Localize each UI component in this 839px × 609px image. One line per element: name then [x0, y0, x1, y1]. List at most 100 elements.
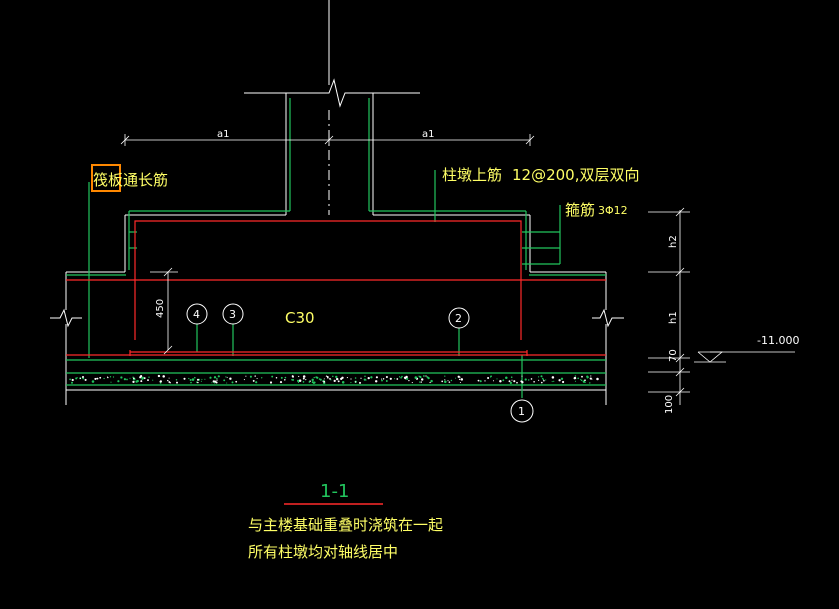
gravel-dot [516, 381, 518, 384]
gravel-dot [132, 376, 134, 379]
gravel-dot [141, 377, 144, 380]
gravel-dot [84, 378, 87, 381]
rebar-red [66, 220, 606, 356]
gravel-dot [298, 379, 302, 382]
gravel-dot [323, 378, 325, 380]
gravel-dot [71, 381, 73, 384]
callout-2-circle [448, 307, 470, 329]
gravel-dot [136, 379, 139, 383]
cushion-gravel-pattern [69, 374, 599, 385]
gravel-dot [254, 375, 256, 377]
gravel-dot [305, 379, 307, 381]
gravel-dot [109, 376, 112, 378]
gravel-dot [269, 381, 273, 384]
gravel-dot [580, 379, 583, 382]
gravel-dot [587, 376, 590, 378]
gravel-dot [110, 381, 112, 383]
gravel-dot [311, 378, 314, 382]
gravel-dot [302, 375, 306, 378]
gravel-dot [538, 376, 540, 378]
gravel-dot [417, 375, 419, 377]
gravel-dot [411, 382, 413, 384]
gravel-dot [586, 377, 588, 379]
gravel-dot [444, 380, 447, 384]
gravel-dot [291, 379, 293, 381]
gravel-dot [496, 378, 498, 380]
gravel-dot [226, 376, 228, 378]
gravel-dot [510, 376, 513, 378]
callout-1-text: 1 [518, 405, 525, 418]
gravel-dot [425, 375, 427, 377]
dim-h1: h1 [668, 311, 679, 324]
callout-4-circle [186, 303, 208, 325]
gravel-dot [543, 379, 545, 382]
gravel-dot [168, 381, 171, 383]
gravel-dot [82, 377, 85, 380]
gravel-dot [69, 378, 71, 381]
gravel-dot [284, 379, 286, 381]
gravel-dot [341, 381, 345, 384]
gravel-dot [335, 375, 338, 379]
gravel-dot [79, 377, 82, 380]
gravel-dot [204, 378, 206, 380]
gravel-dot [521, 381, 524, 384]
pier-top-bar-label: 柱墩上筋 [442, 166, 502, 184]
gravel-dot [508, 380, 511, 383]
dim-h2: h2 [668, 235, 679, 248]
gravel-dot [358, 381, 362, 384]
gravel-dot [455, 377, 457, 379]
gravel-dot [584, 379, 586, 382]
gravel-dot [302, 381, 305, 383]
gravel-dot [573, 377, 576, 380]
gravel-dot [490, 375, 492, 378]
gravel-dot [346, 377, 348, 379]
section-title: 1-1 [320, 481, 349, 502]
gravel-dot [574, 380, 577, 382]
gravel-dot [381, 378, 383, 380]
elevation-label: -11.000 [757, 334, 799, 347]
gravel-dot [502, 379, 505, 382]
gravel-dot [96, 377, 98, 380]
gravel-dot [408, 379, 410, 382]
gravel-dot [75, 377, 78, 380]
gravel-dot [189, 379, 192, 381]
gravel-dot [509, 381, 513, 385]
gravel-dot [152, 379, 154, 381]
gravel-dot [279, 381, 283, 384]
gravel-dot [217, 375, 220, 378]
gravel-dot [558, 379, 561, 382]
callouts [186, 303, 534, 423]
gravel-dot [223, 379, 226, 382]
gravel-dot [394, 378, 396, 380]
gravel-dot [479, 380, 482, 383]
gravel-dot [99, 376, 102, 379]
gravel-dot [194, 376, 196, 379]
gravel-dot [430, 379, 433, 383]
gravel-dot [168, 377, 170, 379]
gravel-dot [112, 376, 115, 378]
gravel-dot [403, 376, 407, 379]
gravel-dot [487, 376, 490, 380]
gravel-dot [370, 376, 373, 379]
gravel-dot [505, 376, 508, 379]
gravel-dot [511, 379, 513, 381]
gravel-dot [176, 381, 178, 384]
gravel-dot [214, 380, 217, 383]
gravel-dot [521, 375, 523, 377]
gravel-dot [103, 377, 105, 380]
gravel-dot [211, 382, 213, 384]
gravel-dot [389, 377, 392, 380]
gravel-dot [157, 374, 161, 378]
gravel-dot [243, 379, 245, 381]
gravel-dot [414, 376, 418, 379]
callout-4-text: 4 [193, 308, 200, 321]
gravel-dot [329, 378, 331, 380]
gravel-dot [385, 380, 388, 382]
gravel-dot [201, 378, 203, 380]
callout-3-text: 3 [229, 308, 236, 321]
gravel-dot [126, 378, 128, 381]
gravel-dot [139, 376, 142, 379]
dim-a1-right: a1 [422, 129, 435, 140]
gravel-dot [579, 379, 582, 381]
